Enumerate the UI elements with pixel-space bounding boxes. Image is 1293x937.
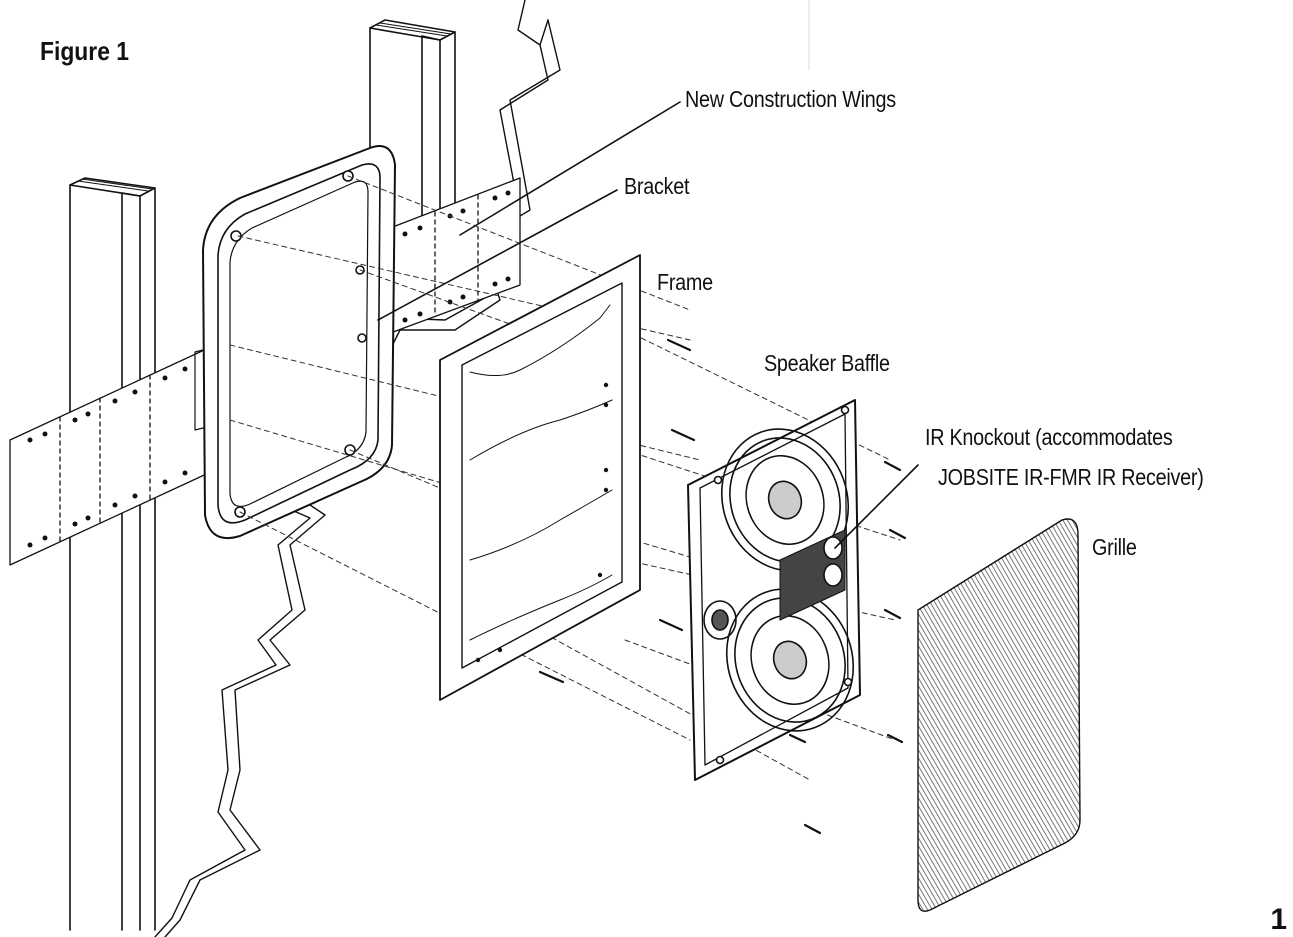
label-frame: Frame (657, 269, 713, 295)
bracket (194, 145, 396, 540)
label-ir-knockout-line1: IR Knockout (accommodates (925, 424, 1173, 450)
woofer-top (720, 428, 850, 572)
speaker-baffle (687, 399, 861, 781)
ir-knockout (779, 529, 846, 621)
frame (439, 254, 641, 701)
figure-title: Figure 1 (40, 36, 130, 66)
stud-left (69, 177, 156, 931)
label-grille: Grille (1092, 534, 1137, 560)
woofer-bottom (725, 588, 855, 732)
label-new-construction-wings: New Construction Wings (685, 86, 896, 112)
page-number: 1 (1270, 903, 1287, 936)
callout-leaders (377, 101, 919, 549)
label-bracket: Bracket (624, 173, 690, 199)
tweeter (703, 600, 737, 640)
construction-wings (9, 177, 521, 566)
stud-right (369, 19, 456, 246)
grille (917, 518, 1081, 912)
label-ir-knockout-line2: JOBSITE IR-FMR IR Receiver) (938, 464, 1204, 490)
screws (538, 338, 907, 835)
label-speaker-baffle: Speaker Baffle (764, 350, 890, 376)
